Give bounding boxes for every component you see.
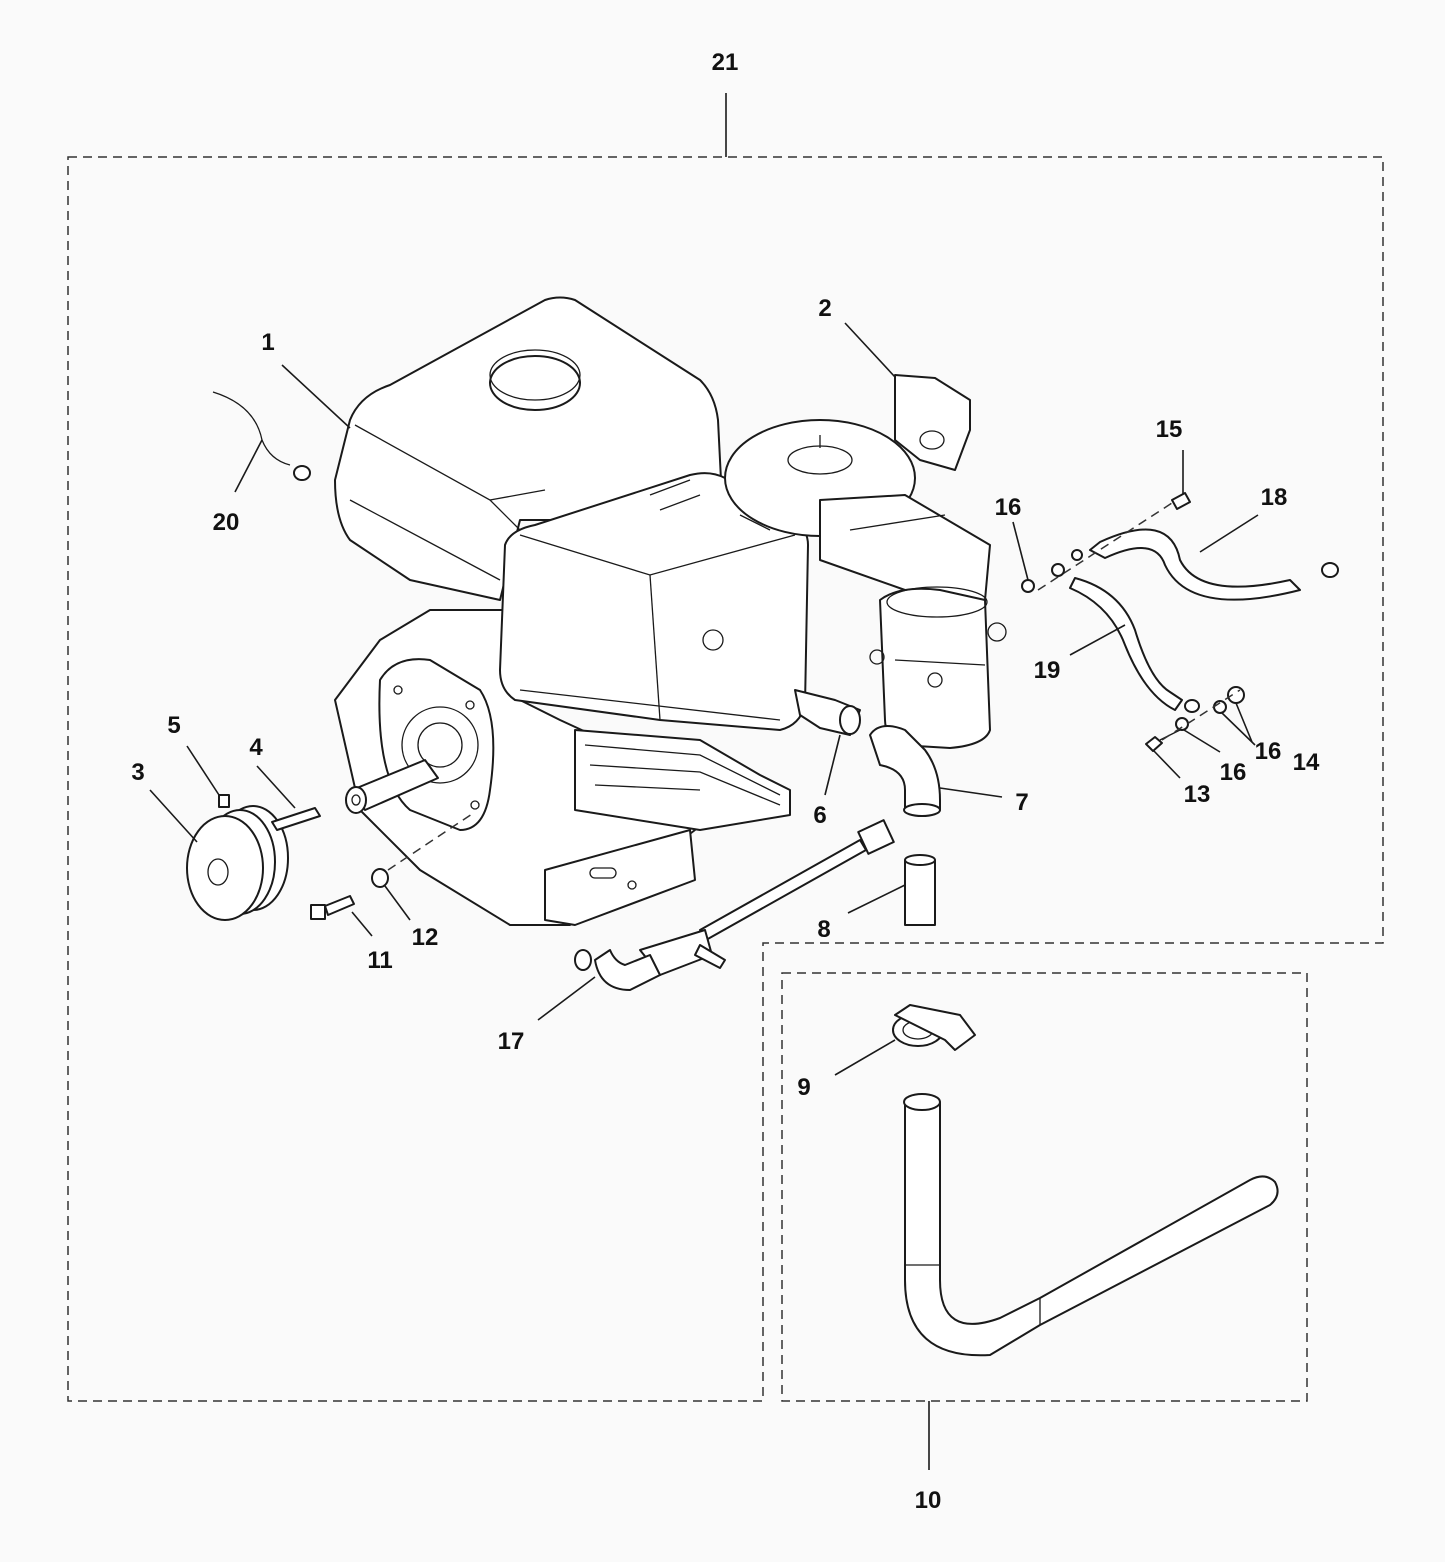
callout-13: 13 xyxy=(1184,781,1211,808)
nut-part-12 xyxy=(371,868,389,888)
leader-lines xyxy=(149,322,1259,1076)
callout-5: 5 xyxy=(167,712,180,739)
hose-clamp-part-9 xyxy=(892,1004,976,1051)
bent-tube-part-10 xyxy=(903,1093,1279,1357)
callout-18: 18 xyxy=(1261,484,1288,511)
callout-21: 21 xyxy=(712,49,739,76)
callout-11: 11 xyxy=(367,947,392,974)
callout-10: 10 xyxy=(915,1487,942,1514)
engine-assembly xyxy=(334,296,1007,926)
washer-part-16a xyxy=(1021,579,1035,593)
screw-part-15 xyxy=(1171,492,1191,510)
bracket-part-2 xyxy=(894,374,971,471)
callout-4: 4 xyxy=(249,734,263,761)
callout-1: 1 xyxy=(261,329,274,356)
callout-16-lower-right: 16 xyxy=(1255,738,1282,765)
callout-19: 19 xyxy=(1034,657,1061,684)
callout-labels: 1 2 3 4 5 6 7 8 9 10 11 12 13 14 15 16 1… xyxy=(131,49,1320,1514)
set-screw-part-5 xyxy=(218,794,230,808)
callout-3: 3 xyxy=(131,759,144,786)
callout-8: 8 xyxy=(817,916,830,943)
wire-lead-part-20 xyxy=(212,391,311,481)
cable-part-18 xyxy=(1071,528,1339,601)
pulley-part-3 xyxy=(186,805,289,921)
callout-14: 14 xyxy=(1293,749,1320,776)
assembly-21-boundary xyxy=(67,156,1384,1402)
washer-part-16b xyxy=(1175,717,1189,731)
sleeve-part-8 xyxy=(904,854,936,926)
callout-6: 6 xyxy=(813,802,826,829)
callout-2: 2 xyxy=(818,295,831,322)
bolt-part-11 xyxy=(310,895,355,920)
key-part-4 xyxy=(271,807,321,831)
bolt-part-13 xyxy=(1145,729,1181,752)
callout-12: 12 xyxy=(412,924,439,951)
callout-16-top: 16 xyxy=(995,494,1022,521)
elbow-hose-part-7 xyxy=(869,725,941,817)
callout-20: 20 xyxy=(213,509,240,536)
fuel-line-part-17 xyxy=(574,819,895,991)
cable-part-19 xyxy=(1051,563,1200,713)
nut-part-14 xyxy=(1227,686,1245,704)
callout-9: 9 xyxy=(797,1074,810,1101)
callout-16-lower-left: 16 xyxy=(1220,759,1247,786)
callout-7: 7 xyxy=(1015,789,1028,816)
assembly-10-boundary xyxy=(781,972,1308,1402)
callout-17: 17 xyxy=(498,1028,525,1055)
callout-15: 15 xyxy=(1156,416,1183,443)
